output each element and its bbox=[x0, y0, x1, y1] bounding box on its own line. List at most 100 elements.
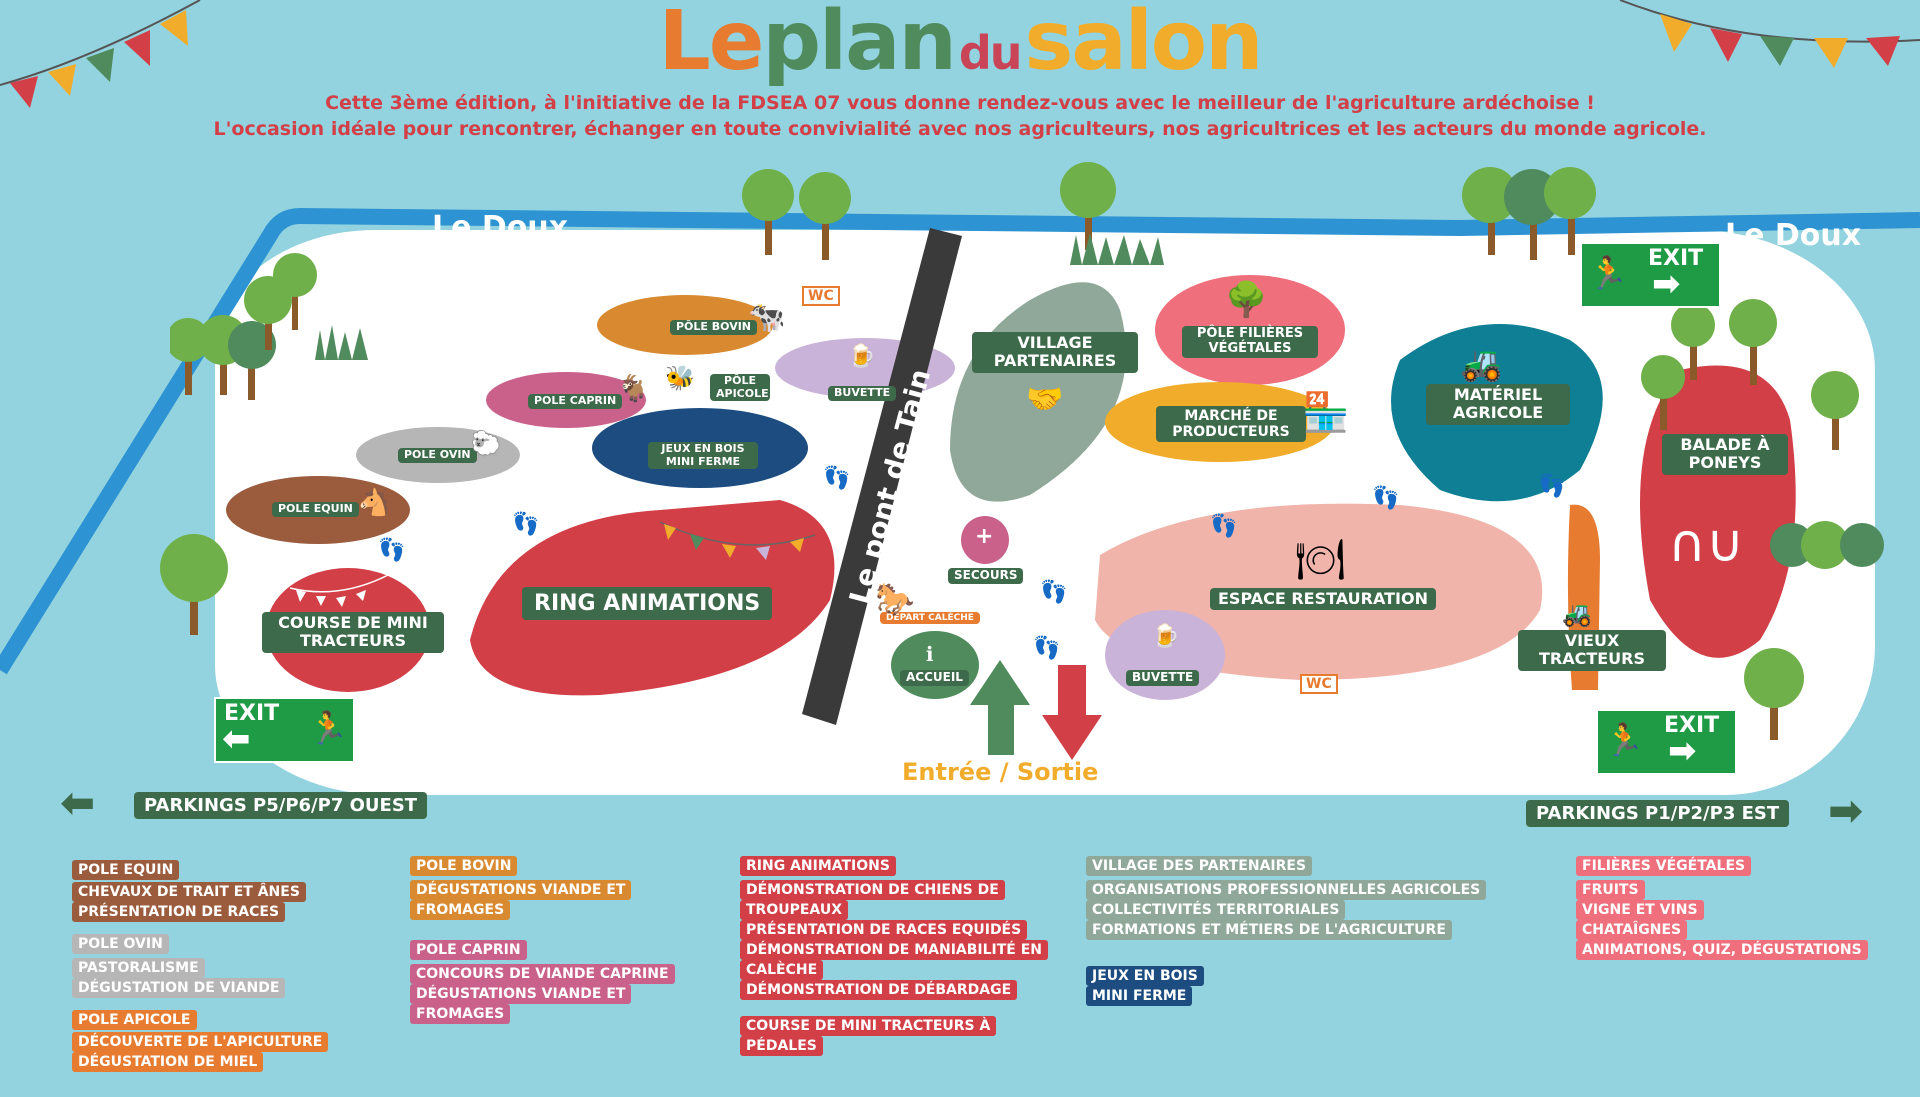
footprints-icon: 👣 bbox=[1372, 486, 1400, 511]
market-stall-icon: 🏪 bbox=[1302, 390, 1350, 434]
legend-item: DÉGUSTATION DE MIEL bbox=[72, 1052, 264, 1072]
legend-item: FROMAGES bbox=[410, 1004, 511, 1024]
tree-icon: 🌳 bbox=[1225, 280, 1268, 320]
legend-item: DÉGUSTATIONS VIANDE ET bbox=[410, 984, 632, 1004]
legend-item: VIGNE ET VINS bbox=[1576, 900, 1704, 920]
legend-item: FRUITS bbox=[1576, 880, 1645, 900]
info-icon: ℹ bbox=[926, 642, 934, 666]
beehive-icon: 🐝 bbox=[665, 364, 695, 392]
legend-item: ORGANISATIONS PROFESSIONNELLES AGRICOLES bbox=[1086, 880, 1487, 900]
legend-item: COLLECTIVITÉS TERRITORIALES bbox=[1086, 900, 1346, 920]
footprints-icon: 👣 bbox=[1033, 636, 1061, 661]
old-tractor-icon: 🚜 bbox=[1562, 600, 1592, 628]
legend-col-1: POLE EQUIN CHEVAUX DE TRAIT ET ÂNES PRÉS… bbox=[72, 860, 329, 1072]
legend-item: DÉMONSTRATION DE DÉBARDAGE bbox=[740, 980, 1018, 1000]
zone-filieres-vegetales[interactable]: PÔLE FILIÈRES VÉGÉTALES bbox=[1182, 326, 1318, 358]
legend-col-4: VILLAGE DES PARTENAIRES ORGANISATIONS PR… bbox=[1086, 856, 1487, 1006]
horseshoe-icon: ∩∪ bbox=[1668, 514, 1745, 574]
legend-head: VILLAGE DES PARTENAIRES bbox=[1086, 856, 1313, 876]
tree-right-bottom-icon bbox=[1744, 648, 1804, 740]
plate-cutlery-icon: 🍽 bbox=[1295, 537, 1346, 583]
goat-icon: 🐐 bbox=[617, 374, 650, 404]
zone-pole-equin[interactable]: POLE EQUIN bbox=[272, 502, 359, 517]
zone-balade-poneys[interactable]: BALADE À PONEYS bbox=[1662, 434, 1788, 475]
exit-sign-top-right[interactable]: 🏃 EXIT ➡ bbox=[1580, 242, 1721, 308]
legend-col-2: POLE BOVIN DÉGUSTATIONS VIANDE ET FROMAG… bbox=[410, 856, 675, 1024]
legend-item: DÉMONSTRATION DE CHIENS DE bbox=[740, 880, 1005, 900]
footprints-icon: 👣 bbox=[512, 512, 540, 537]
zone-pole-apicole[interactable]: PÔLE APICOLE bbox=[710, 374, 770, 402]
handshake-icon: 🤝 bbox=[1026, 382, 1064, 417]
zone-ring-animations[interactable]: RING ANIMATIONS bbox=[522, 587, 773, 621]
zone-materiel-agricole[interactable]: MATÉRIEL AGRICOLE bbox=[1426, 384, 1570, 425]
zone-vieux-tracteurs[interactable]: VIEUX TRACTEURS bbox=[1518, 630, 1666, 671]
wc-sign-2[interactable]: WC bbox=[1300, 674, 1338, 694]
exit-sign-bottom-right[interactable]: 🏃 EXIT ➡ bbox=[1596, 709, 1737, 775]
zone-accueil[interactable]: ACCUEIL bbox=[900, 670, 969, 686]
legend-item: PÉDALES bbox=[740, 1036, 823, 1056]
arrow-left-icon: ⬅ bbox=[222, 719, 251, 759]
zone-buvette-2[interactable]: BUVETTE bbox=[1126, 670, 1200, 686]
zone-village-partenaires[interactable]: VILLAGE PARTENAIRES bbox=[972, 332, 1138, 373]
legend-col-3: RING ANIMATIONS DÉMONSTRATION DE CHIENS … bbox=[740, 856, 1049, 1056]
zone-course-mini-tracteurs[interactable]: COURSE DE MINI TRACTEURS bbox=[262, 612, 444, 653]
sheep-icon: 🐑 bbox=[470, 430, 503, 460]
arrow-right-icon: ➡ bbox=[1668, 731, 1697, 771]
legend-item: ANIMATIONS, QUIZ, DÉGUSTATIONS bbox=[1576, 940, 1868, 960]
tree-group-left-icon bbox=[170, 253, 368, 400]
legend-head: POLE CAPRIN bbox=[410, 940, 527, 960]
tree-group-top-right-icon bbox=[1462, 167, 1596, 260]
parking-east-label[interactable]: PARKINGS P1/P2/P3 EST bbox=[1526, 800, 1790, 827]
carriage-icon: 🐎 bbox=[875, 580, 915, 618]
tree-group-bridge-icon bbox=[742, 169, 851, 260]
legend-item: JEUX EN BOIS bbox=[1086, 966, 1204, 986]
page-title: Leplandusalon bbox=[0, 0, 1920, 89]
legend-head: POLE APICOLE bbox=[72, 1010, 197, 1030]
running-man-icon: 🏃 bbox=[1588, 254, 1628, 292]
beer-icon: 🍺 bbox=[1152, 624, 1180, 649]
parking-west-label[interactable]: PARKINGS P5/P6/P7 OUEST bbox=[134, 792, 428, 819]
zone-depart-caleche[interactable]: DÉPART CALÈCHE bbox=[880, 612, 980, 625]
horse-icon: 🐴 bbox=[358, 488, 391, 518]
legend-item: PASTORALISME bbox=[72, 958, 205, 978]
legend-item: FORMATIONS ET MÉTIERS DE L'AGRICULTURE bbox=[1086, 920, 1452, 940]
legend-item: TROUPEAUX bbox=[740, 900, 848, 920]
zone-espace-restauration[interactable]: ESPACE RESTAURATION bbox=[1210, 588, 1436, 611]
zone-buvette-1[interactable]: BUVETTE bbox=[828, 386, 897, 401]
legend-head: POLE BOVIN bbox=[410, 856, 518, 876]
legend-head: POLE EQUIN bbox=[72, 860, 180, 880]
zone-pole-ovin[interactable]: POLE OVIN bbox=[398, 448, 477, 463]
wc-sign-1[interactable]: WC bbox=[802, 286, 840, 306]
tree-group-village-icon bbox=[1060, 162, 1164, 265]
footprints-icon: 👣 bbox=[378, 538, 406, 563]
river-label-right: Le Doux bbox=[1725, 218, 1862, 253]
zone-jeux[interactable]: JEUX EN BOIS MINI FERME bbox=[648, 442, 758, 470]
legend-item: CHEVAUX DE TRAIT ET ÂNES bbox=[72, 882, 306, 902]
footprints-icon: 👣 bbox=[1538, 474, 1566, 499]
blob-secours bbox=[961, 516, 1009, 564]
footprints-icon: 👣 bbox=[1040, 580, 1068, 605]
legend-item: MINI FERME bbox=[1086, 986, 1193, 1006]
title-plan: plan bbox=[762, 0, 957, 89]
arrow-right-icon: ➡ bbox=[1828, 786, 1864, 835]
legend-item: CONCOURS DE VIANDE CAPRINE bbox=[410, 964, 675, 984]
exit-arrow bbox=[1042, 665, 1102, 760]
legend-head: POLE OVIN bbox=[72, 934, 169, 954]
running-man-icon: 🏃 bbox=[308, 709, 348, 747]
river-label-left: Le Doux bbox=[432, 210, 569, 245]
blob-accueil bbox=[891, 631, 979, 699]
zone-pole-caprin[interactable]: POLE CAPRIN bbox=[528, 394, 623, 409]
legend-item: DÉGUSTATION DE VIANDE bbox=[72, 978, 286, 998]
legend-col-5: FILIÈRES VÉGÉTALES FRUITS VIGNE ET VINS … bbox=[1576, 856, 1868, 960]
zone-pole-bovin[interactable]: PÔLE BOVIN bbox=[670, 320, 758, 335]
exit-sign-left[interactable]: EXIT ⬅ 🏃 bbox=[214, 697, 355, 763]
footprints-icon: 👣 bbox=[823, 466, 851, 491]
zone-marche-producteurs[interactable]: MARCHÉ DE PRODUCTEURS bbox=[1156, 406, 1306, 443]
entree-sortie-label: Entrée / Sortie bbox=[902, 758, 1099, 786]
zone-secours[interactable]: SECOURS bbox=[948, 568, 1024, 584]
first-aid-icon: + bbox=[975, 524, 994, 549]
arrow-right-icon: ➡ bbox=[1652, 264, 1681, 304]
beer-icon: 🍺 bbox=[848, 344, 876, 369]
bunting-right-icon bbox=[1619, 0, 1920, 68]
title-salon: salon bbox=[1024, 0, 1264, 89]
